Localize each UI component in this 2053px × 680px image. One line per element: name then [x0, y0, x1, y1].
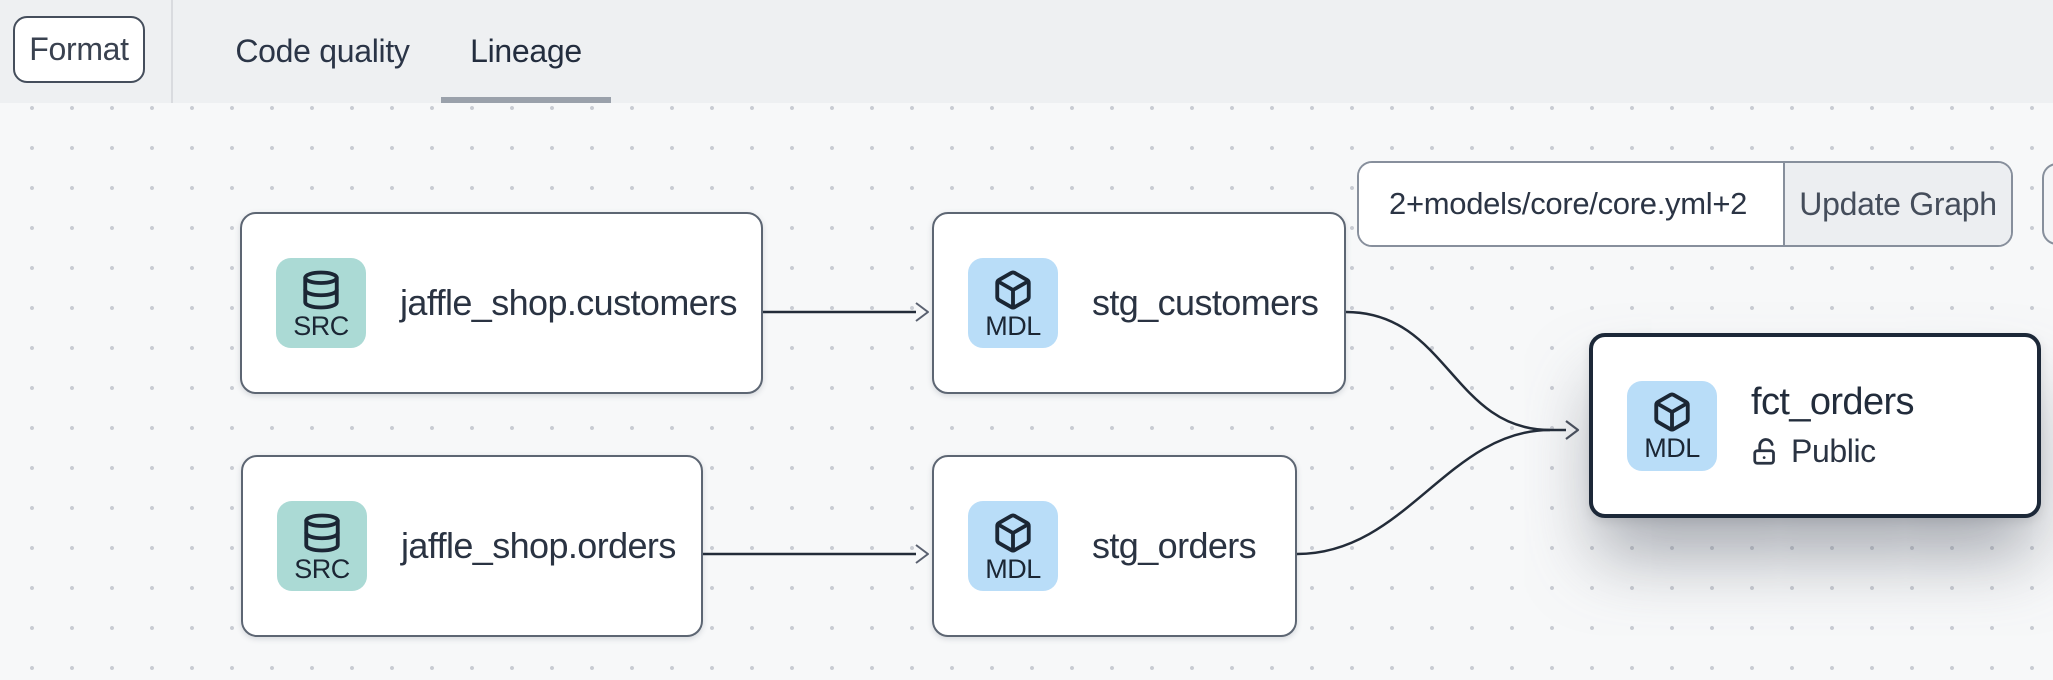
tab-code-quality-label: Code quality: [235, 33, 410, 69]
unlock-icon: [1753, 437, 1775, 465]
edge-stg-orders-to-fct-orders: [1296, 428, 1551, 556]
node-badge: SRC: [294, 553, 350, 584]
database-icon: [304, 513, 340, 552]
lineage-canvas[interactable]: 2+models/core/core.yml+2 Update Graph SR…: [0, 103, 2053, 680]
node-label: jaffle_shop.customers: [400, 282, 738, 323]
tab-lineage-label: Lineage: [470, 33, 582, 69]
edge-arrowhead: [915, 302, 929, 322]
node-label: stg_customers: [1092, 282, 1319, 323]
node-badge: MDL: [1644, 433, 1700, 463]
node-stg-orders[interactable]: MDL stg_orders: [932, 455, 1297, 637]
node-stg-customers[interactable]: MDL stg_customers: [932, 212, 1346, 394]
node-label: stg_orders: [1092, 525, 1257, 566]
edge-stg-customers-to-fct-orders: [1345, 310, 1566, 432]
clipped-right-button[interactable]: [2042, 163, 2053, 245]
access-row: Public: [1751, 433, 1914, 470]
tab-code-quality[interactable]: Code quality: [225, 0, 420, 103]
node-badge: SRC: [293, 310, 349, 341]
lineage-selector-input[interactable]: 2+models/core/core.yml+2: [1359, 163, 1783, 245]
cube-icon: [1654, 392, 1690, 432]
model-icon: MDL: [1627, 380, 1717, 471]
database-icon: [303, 270, 339, 309]
update-graph-button[interactable]: Update Graph: [1783, 163, 2011, 245]
node-label: jaffle_shop.orders: [401, 525, 676, 566]
edge-arrowhead: [1565, 420, 1580, 440]
node-badge: MDL: [985, 310, 1041, 341]
node-jaffle-shop-customers[interactable]: SRC jaffle_shop.customers: [240, 212, 763, 394]
format-button[interactable]: Format: [13, 16, 145, 83]
lineage-selector-group: 2+models/core/core.yml+2 Update Graph: [1357, 161, 2013, 247]
source-icon: SRC: [276, 258, 366, 348]
source-icon: SRC: [277, 501, 367, 591]
active-tab-indicator: [441, 97, 611, 103]
node-fct-orders[interactable]: MDL fct_orders Public: [1589, 333, 2041, 518]
toolbar-divider: [171, 0, 173, 103]
model-icon: MDL: [968, 501, 1058, 591]
top-toolbar: Format Code quality Lineage: [0, 0, 2053, 104]
tab-lineage[interactable]: Lineage: [441, 0, 611, 103]
node-label: fct_orders: [1751, 381, 1915, 423]
cube-icon: [995, 270, 1031, 309]
node-jaffle-shop-orders[interactable]: SRC jaffle_shop.orders: [241, 455, 703, 637]
node-text: fct_orders Public: [1751, 381, 1915, 470]
edge-arrowhead: [915, 544, 929, 564]
cube-icon: [995, 513, 1031, 552]
access-label: Public: [1791, 433, 1876, 469]
model-icon: MDL: [968, 258, 1058, 348]
node-badge: MDL: [985, 553, 1041, 584]
